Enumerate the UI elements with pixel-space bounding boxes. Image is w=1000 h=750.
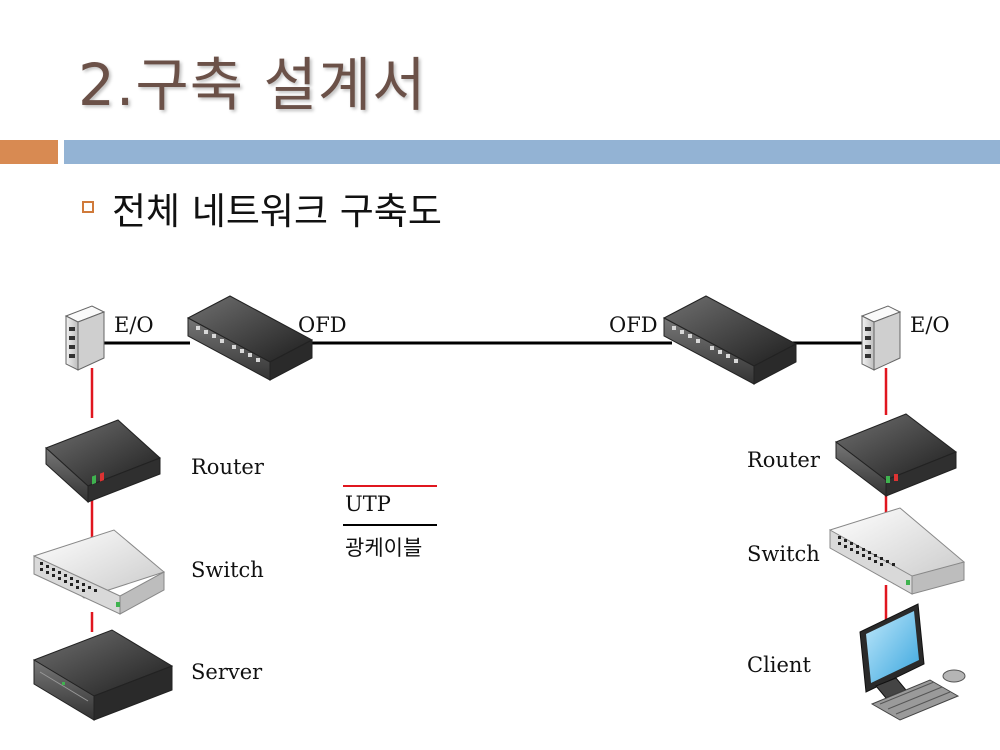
client-computer-icon (859, 603, 966, 721)
title-accent-orange (0, 140, 58, 164)
ofd-left-label: OFD (298, 313, 347, 337)
router-right-icon (834, 413, 958, 498)
eo-right-label: E/O (910, 313, 950, 337)
legend-utp-line (343, 485, 437, 487)
switch-right-icon (828, 507, 966, 595)
bullet-square-icon (82, 201, 94, 213)
legend-fiber-label: 광케이블 (345, 536, 423, 560)
server-label: Server (191, 660, 263, 684)
eo-converter-left-icon (64, 305, 106, 371)
eo-left-label: E/O (114, 313, 154, 337)
page-title: 2.구축 설계서 (78, 51, 427, 119)
router-left-icon (45, 419, 161, 504)
switch-left-label: Switch (191, 558, 264, 582)
ofd-left-icon (186, 295, 314, 381)
switch-left-icon (32, 529, 166, 615)
router-left-label: Router (191, 455, 264, 479)
switch-right-label: Switch (747, 542, 820, 566)
ofd-right-label: OFD (609, 313, 658, 337)
router-right-label: Router (747, 448, 820, 472)
client-label: Client (747, 653, 811, 677)
section-heading: 전체 네트워크 구축도 (112, 190, 442, 233)
legend-fiber-line (343, 524, 437, 526)
title-accent-blue (64, 140, 1000, 164)
ofd-right-icon (662, 295, 798, 385)
eo-converter-right-icon (860, 305, 902, 371)
server-icon (32, 629, 174, 721)
legend-utp-label: UTP (345, 492, 391, 516)
